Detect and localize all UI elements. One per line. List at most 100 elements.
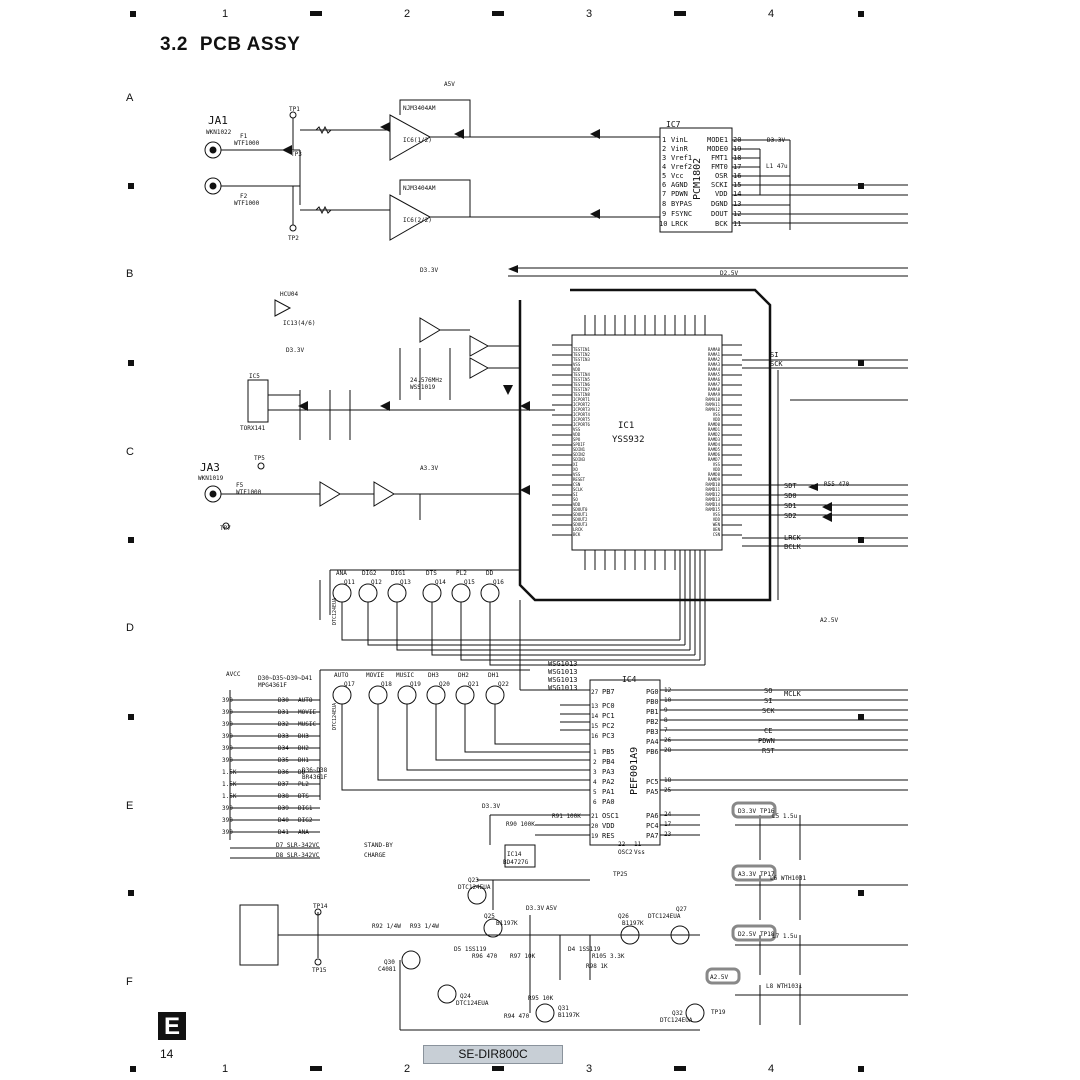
ic6-part: NJM3404AM xyxy=(403,105,436,112)
power-label: D2.5V xyxy=(738,931,756,938)
ic1-pin: SDIN1 xyxy=(573,447,586,452)
ja1-part: WKN1022 xyxy=(206,129,232,136)
ic7-pcm1802 xyxy=(659,127,733,233)
led-name: DD xyxy=(298,769,306,776)
power-label: D3.3V xyxy=(286,347,304,354)
power-label: D2.5V xyxy=(720,270,738,277)
ic1-pin: SDOUT0 xyxy=(573,507,588,512)
ic6a-label: IC6(1/2) xyxy=(403,137,432,144)
row-letter: E xyxy=(126,800,134,812)
q-part: DTC124EUA xyxy=(660,1017,693,1024)
ic4-pin: PB4 xyxy=(602,758,615,766)
led-ref: D38 xyxy=(278,793,289,800)
ic7-pin: BCK xyxy=(715,220,728,228)
led-ref: D37 xyxy=(278,781,289,788)
ic1-pin: RAMD14 xyxy=(706,502,721,507)
ic7-pin: OSR xyxy=(715,172,728,180)
transistor-label: Q13 xyxy=(400,579,411,586)
ic7-pin: FMT0 xyxy=(711,163,728,171)
net-label: SI xyxy=(764,697,772,705)
transistor-label: Q20 xyxy=(439,681,450,688)
x1-part: WSS1019 xyxy=(410,384,436,391)
tp-label: TP3 xyxy=(291,151,302,158)
f2-part: WTF1000 xyxy=(234,200,260,207)
ic7-pin: VDD xyxy=(715,190,728,198)
d7-label: D7 SLR-342VC xyxy=(276,842,320,849)
led-name: MOVIE xyxy=(298,709,316,716)
ic4-pin: OSC2 xyxy=(618,849,633,856)
ic7-pin: Vref1 xyxy=(671,154,692,162)
net-label: SDT xyxy=(784,482,797,490)
border-marker xyxy=(674,1066,686,1071)
ic1-pin: RAMA12 xyxy=(706,407,721,412)
ic7-pin-num: 16 xyxy=(733,172,741,180)
ic5-torx141 xyxy=(247,379,269,423)
ic7-pin-num: 12 xyxy=(733,210,741,218)
column-number: 4 xyxy=(768,1063,775,1075)
ic4-pin-num: 16 xyxy=(591,733,599,740)
column-number: 3 xyxy=(586,8,593,20)
tp-label: TP14 xyxy=(313,903,328,910)
ic4-pin-num: 9 xyxy=(664,707,668,714)
led-name: DH1 xyxy=(298,757,309,764)
ic7-pin-num: 1 xyxy=(662,136,666,144)
ic4-pin: PC4 xyxy=(646,822,659,830)
net-label: SD0 xyxy=(784,492,797,500)
avcc-label: AVCC xyxy=(226,671,241,678)
resistor-label: R105 3.3K xyxy=(592,953,625,960)
diode-label: D4 1SS119 xyxy=(568,946,601,953)
net-label: SI xyxy=(770,351,778,359)
ic7-pin: MODE1 xyxy=(707,136,728,144)
ic4-pin: PB1 xyxy=(646,708,659,716)
ic1-pin: SCLK xyxy=(573,487,583,492)
border-marker xyxy=(858,11,864,17)
page-number: 14 xyxy=(160,1047,174,1061)
ic4-pin: PB3 xyxy=(646,728,659,736)
ic1-pin: VDD xyxy=(713,467,721,472)
q-label: Q31 xyxy=(558,1005,569,1012)
ic4-pin: PA5 xyxy=(646,788,659,796)
ic7-pin: VinL xyxy=(671,136,688,144)
tp-label: TP7 xyxy=(220,525,231,532)
border-marker xyxy=(130,1066,136,1072)
resistor-label: R90 100K xyxy=(506,821,535,828)
ic4-pin-num: 24 xyxy=(664,811,672,818)
ic4-pin-num: 13 xyxy=(591,703,599,710)
ic1-pin: VDD xyxy=(713,417,721,422)
ic4-pin-num: 12 xyxy=(664,687,672,694)
f5-part: WTF1000 xyxy=(236,489,262,496)
ic1-pin: VSS xyxy=(713,462,721,467)
border-marker xyxy=(310,11,322,16)
transistor-tag: AUTO xyxy=(334,672,349,679)
ic4-pin: PB7 xyxy=(602,688,615,696)
ic7-pin: FSYNC xyxy=(671,210,692,218)
ic1-right-pins: RAMA0 RAMA1 RAMA2 RAMA3 RAMA4 RAMA5 RAMA… xyxy=(706,347,721,537)
transistor-label: Q21 xyxy=(468,681,479,688)
ic1-pin: RAMA5 xyxy=(708,372,721,377)
ic7-pin-num: 6 xyxy=(662,181,666,189)
ic1-pin: ICPORT4 xyxy=(573,412,590,417)
transistor-part: DTC124EUA xyxy=(332,703,338,730)
net-label: MCLK xyxy=(784,690,802,698)
row-letter: A xyxy=(126,92,134,104)
ic7-pin-num: 19 xyxy=(733,145,741,153)
ic1-pin: RAMA1 xyxy=(708,352,721,357)
led-ref: D34 xyxy=(278,745,289,752)
ic4-pin-num: 3 xyxy=(593,769,597,776)
resistor-label: R93 1/4W xyxy=(410,923,439,930)
transistor-tag: DTS xyxy=(426,570,437,577)
resistor-label: R92 1/4W xyxy=(372,923,401,930)
ic1-pin: RAMD15 xyxy=(706,507,721,512)
led-part-b: D36~D38 xyxy=(302,767,328,774)
ic4-pin: PC2 xyxy=(602,722,615,730)
ic4-pin-num: 28 xyxy=(664,747,672,754)
ic1-pin: XO xyxy=(573,467,578,472)
ic4-pins-left: PB7 PC0 PC1 PC2 PC3 PB5 PB4 PA3 PA2 PA1 … xyxy=(591,688,645,856)
led-ref: D30 xyxy=(278,697,289,704)
transistor-tag: DD xyxy=(486,570,494,577)
led-ref: D41 xyxy=(278,829,289,836)
border-marker xyxy=(858,183,864,189)
row-letter: C xyxy=(126,446,134,458)
ic7-pin: DOUT xyxy=(711,210,729,218)
